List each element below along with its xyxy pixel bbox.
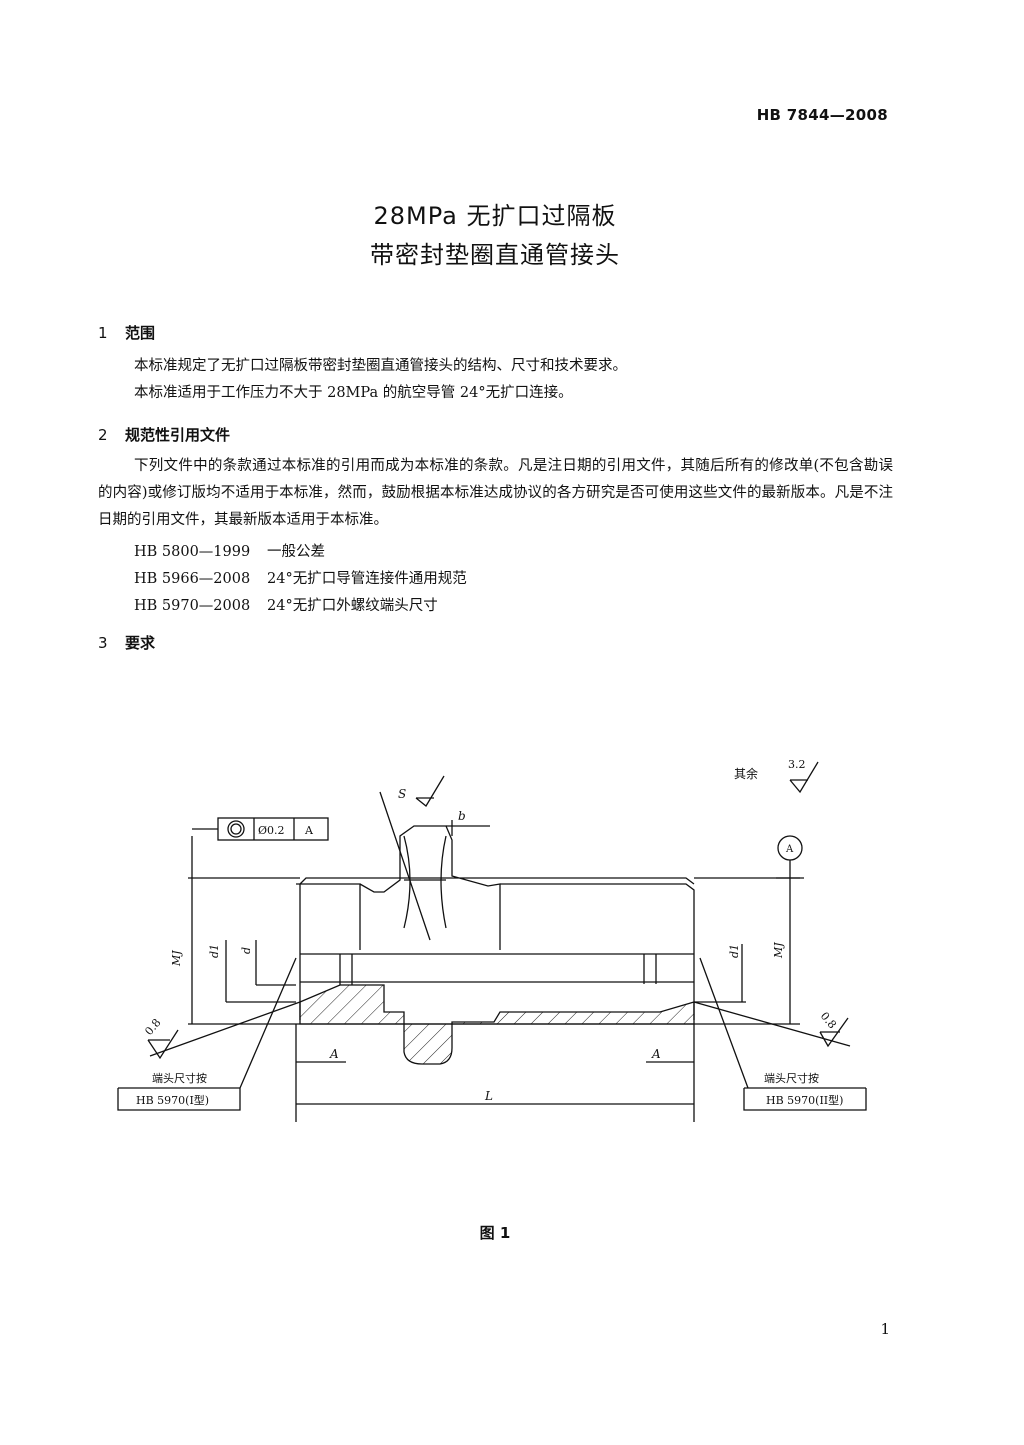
left-end-note: 端头尺寸按 [152, 1071, 207, 1085]
section-3-title: 要求 [125, 634, 156, 652]
standard-number: HB 7844—2008 [756, 106, 888, 124]
datum-circle-label: A [785, 844, 794, 855]
fitting-outline [296, 825, 695, 1020]
title-line-2: 带密封垫圈直通管接头 [370, 241, 620, 269]
dim-d1-left: d1 [208, 944, 221, 958]
section-1-paragraph-1: 本标准规定了无扩口过隔板带密封垫圈直通管接头的结构、尺寸和技术要求。 [134, 358, 627, 374]
section-hatch [299, 984, 695, 1065]
dim-mj-right: MJ [772, 942, 785, 959]
tolerance-value: Ø0.2 [258, 824, 285, 837]
fitting-drawing: 其余 3.2 S Ø0.2 A A b MJ d1 d d1 MJ 0.8 0.… [117, 758, 867, 1122]
figure-caption: 图 1 [479, 1224, 511, 1242]
page-number: 1 [880, 1320, 890, 1338]
right-end-ref: HB 5970(II型) [766, 1093, 843, 1107]
reference-code: HB 5966—2008 [134, 571, 251, 587]
dim-a-left: A [329, 1047, 339, 1061]
title-line-1: 28MPa 无扩口过隔板 [373, 202, 617, 230]
reference-item: HB 5800—1999 一般公差 [134, 540, 325, 561]
reference-item: HB 5970—2008 24°无扩口外螺纹端头尺寸 [134, 594, 438, 615]
section-1-heading: 1 范围 [98, 322, 155, 343]
section-1-paragraph-2: 本标准适用于工作压力不大于 28MPa 的航空导管 24°无扩口连接。 [134, 385, 573, 401]
section-2-heading: 2 规范性引用文件 [98, 424, 230, 445]
section-2-intro: 下列文件中的条款通过本标准的引用而成为本标准的条款。凡是注日期的引用文件，其随后… [98, 458, 893, 528]
left-end-ref: HB 5970(I型) [136, 1093, 209, 1107]
hex-surface-label: S [398, 787, 406, 801]
dim-d-label: d [240, 947, 253, 954]
dim-a-right: A [651, 1047, 661, 1061]
thread-roughness-left: 0.8 [142, 1016, 163, 1038]
dim-d1-right: d1 [728, 944, 741, 958]
dim-l-label: L [484, 1089, 493, 1103]
section-3-heading: 3 要求 [98, 632, 155, 653]
reference-item: HB 5966—2008 24°无扩口导管连接件通用规范 [134, 567, 467, 588]
reference-title: 一般公差 [267, 544, 325, 560]
thread-roughness-right: 0.8 [818, 1010, 839, 1032]
section-1-title: 范围 [125, 324, 156, 342]
rest-roughness-value: 3.2 [788, 758, 806, 771]
dim-b-label: b [458, 809, 466, 823]
tolerance-datum: A [304, 824, 314, 837]
reference-title: 24°无扩口外螺纹端头尺寸 [267, 598, 438, 614]
dim-mj-left: MJ [170, 950, 183, 967]
reference-code: HB 5800—1999 [134, 544, 251, 560]
section-3-number: 3 [98, 634, 108, 652]
reference-code: HB 5970—2008 [134, 598, 251, 614]
right-end-note: 端头尺寸按 [764, 1071, 819, 1085]
section-1-number: 1 [98, 324, 108, 342]
section-2-number: 2 [98, 426, 108, 444]
rest-roughness-label: 其余 [734, 766, 758, 781]
reference-title: 24°无扩口导管连接件通用规范 [267, 571, 467, 587]
section-2-title: 规范性引用文件 [125, 426, 231, 444]
